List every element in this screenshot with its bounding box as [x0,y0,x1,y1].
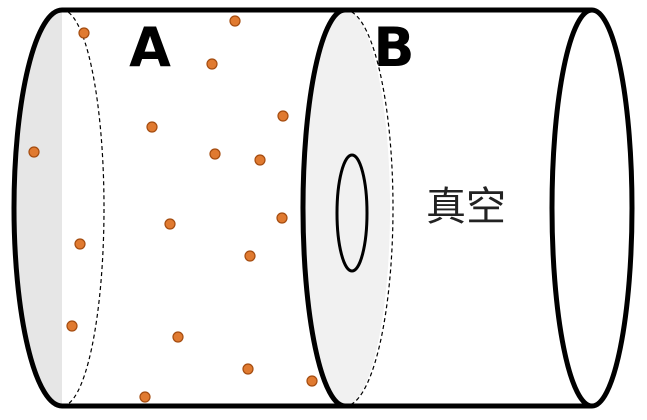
left-cap-hidden-edge [61,9,105,407]
gas-particle [28,146,40,158]
gas-particle [66,320,78,332]
gas-particle [277,110,289,122]
left-end-cap [14,10,62,406]
label-chamber-a: A [129,16,171,79]
gas-particle [242,363,254,375]
gas-particle [206,58,218,70]
gas-particles [28,15,318,403]
gas-particle [164,218,176,230]
gas-particle [229,15,241,27]
gas-particle [74,238,86,250]
gas-particle [146,121,158,133]
gas-particle [244,250,256,262]
partition-hidden-edge [344,9,394,407]
gas-particle [139,391,151,403]
label-partition-b: B [373,16,414,79]
partition-hole [335,153,369,273]
left-cap-front-arc [11,7,63,409]
gas-particle [306,375,318,387]
gas-particle [172,331,184,343]
gas-particle [254,154,266,166]
gas-particle [276,212,288,224]
right-end-cap [549,7,635,409]
partition-face [300,10,390,406]
partition-front-arc [300,7,346,409]
gas-particle [78,27,90,39]
label-vacuum: 真空 [426,184,506,230]
gas-particle [209,148,221,160]
